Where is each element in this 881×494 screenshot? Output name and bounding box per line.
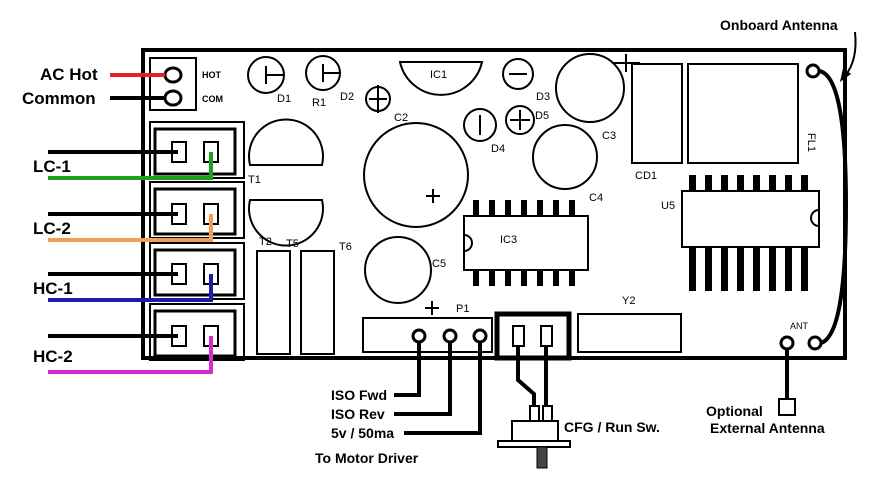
- iso-fwd-label: ISO Fwd: [331, 387, 387, 403]
- iso-fwd-wire: [394, 342, 421, 397]
- r1-label: R1: [312, 97, 326, 109]
- motor-driver-label: To Motor Driver: [315, 450, 419, 466]
- onboard-antenna-wire: [818, 69, 849, 345]
- c2-label: C2: [394, 112, 408, 124]
- d1-label: D1: [277, 93, 291, 105]
- c5-component: C5: [364, 236, 446, 315]
- lc2-label: LC-2: [33, 219, 71, 238]
- d5-component: D5: [505, 105, 549, 135]
- d4-label: D4: [491, 143, 505, 155]
- p1-label: P1: [456, 303, 469, 315]
- power-wire: [404, 342, 482, 435]
- r1-component: R1: [305, 55, 341, 109]
- t1-label: T1: [248, 174, 261, 186]
- d3-label: D3: [536, 91, 550, 103]
- fl1-component: [687, 63, 799, 164]
- ic3-component: IC3: [463, 200, 589, 286]
- ic1-component: IC1: [398, 61, 484, 96]
- t1-component: T1: [248, 118, 324, 247]
- t2-component: [256, 250, 291, 355]
- hc2-label: HC-2: [33, 347, 73, 366]
- small-cap-top: [502, 58, 534, 90]
- cfg-run-switch: [497, 405, 571, 469]
- cd1-component: [631, 63, 683, 164]
- t6-label: T6: [339, 241, 352, 253]
- iso-rev-wire: [394, 342, 452, 416]
- hot-terminal-label: HOT: [202, 70, 222, 80]
- ic1-label: IC1: [430, 69, 447, 81]
- t2-label: T2: [259, 236, 272, 248]
- iso-rev-label: ISO Rev: [331, 406, 385, 422]
- u5-label: U5: [661, 200, 675, 212]
- common-label: Common: [22, 89, 96, 108]
- c5-label: C5: [432, 258, 446, 270]
- d2-label: D2: [340, 91, 354, 103]
- d5-label: D5: [535, 110, 549, 122]
- cd1-label: CD1: [635, 170, 657, 182]
- ic3-label: IC3: [500, 234, 517, 246]
- hc1-color-wire: [48, 274, 213, 302]
- power-label: 5v / 50ma: [331, 425, 394, 441]
- cfg-switch-label: CFG / Run Sw.: [564, 419, 660, 435]
- cfg-wire-1: [516, 346, 536, 410]
- optional-label: Optional: [706, 403, 763, 419]
- lc1-color-wire: [48, 152, 213, 180]
- external-antenna-terminal: [778, 398, 796, 416]
- c4-component: C4: [532, 124, 603, 204]
- hc1-label: HC-1: [33, 279, 73, 298]
- lc1-label: LC-1: [33, 157, 71, 176]
- c3-label: C3: [602, 130, 616, 142]
- onboard-antenna-label: Onboard Antenna: [720, 17, 838, 33]
- y2-component: [577, 313, 682, 353]
- arrow-head: [840, 68, 851, 82]
- hc2-color-wire: [48, 336, 213, 374]
- c4-label: C4: [589, 192, 603, 204]
- fl1-label: FL1: [805, 133, 817, 152]
- com-terminal-label: COM: [202, 94, 223, 104]
- cfg-connector: [494, 311, 572, 361]
- y2-label: Y2: [622, 295, 635, 307]
- c2-component: C2: [365, 85, 408, 124]
- u5-component: U5: [661, 175, 820, 291]
- t5-label: T5: [286, 238, 299, 250]
- ac-hot-label: AC Hot: [40, 65, 98, 84]
- d1-component: D1: [247, 56, 291, 105]
- t5-component: [300, 250, 335, 355]
- d4-component: D4: [463, 108, 505, 155]
- ant-label: ANT: [790, 321, 809, 331]
- main-capacitor: [363, 122, 469, 228]
- external-antenna-label: External Antenna: [710, 420, 825, 436]
- lc2-color-wire: [48, 214, 213, 242]
- c3-component: C3: [555, 53, 640, 142]
